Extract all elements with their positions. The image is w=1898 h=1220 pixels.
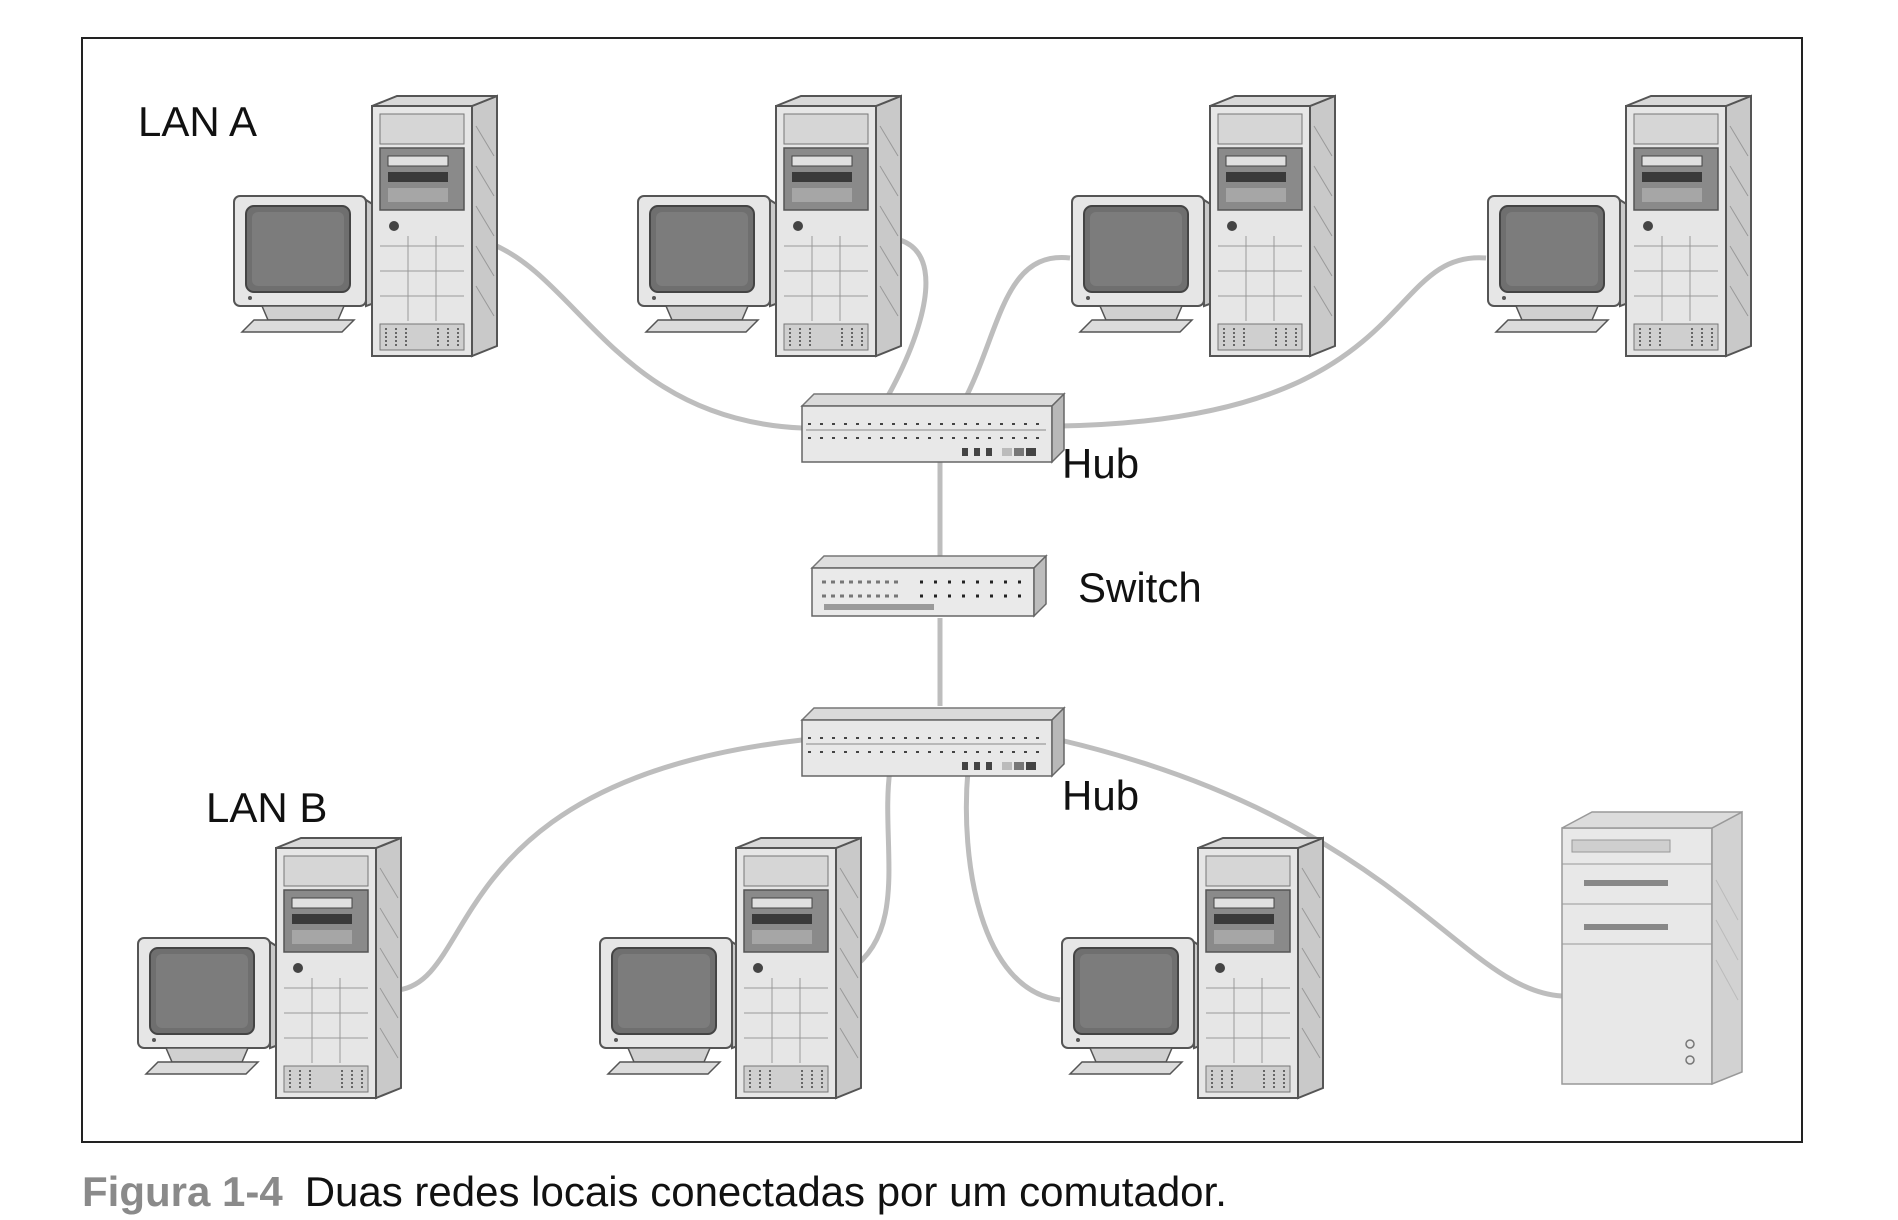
monitor-icon [1061,937,1211,1075]
tower-icon [371,95,498,357]
cable-a3 [955,255,1071,414]
workstation-b3 [1061,837,1324,1099]
tower-icon [735,837,862,1099]
tower-icon [1197,837,1324,1099]
hub-icon [801,707,1065,777]
hub-bottom-label: Hub [1062,772,1139,819]
workstation-a1 [233,95,498,357]
workstation-a2 [637,95,902,357]
monitor-icon [1487,195,1637,333]
switch-label: Switch [1078,564,1202,611]
figure-number: Figura 1-4 [82,1168,283,1215]
server-icon [1561,810,1743,1086]
tower-icon [1625,95,1752,357]
figure-caption: Figura 1-4 Duas redes locais conectadas p… [82,1168,1227,1216]
monitor-icon [233,195,383,333]
lan-a-label: LAN A [138,98,257,145]
figure-frame [81,37,1803,1143]
cables [397,237,1563,1003]
monitor-icon [1071,195,1221,333]
cable-a1 [491,241,803,431]
monitor-icon [637,195,787,333]
cable-b3 [963,769,1061,1003]
cable-b2 [848,769,893,973]
cable-a4 [1059,255,1487,429]
monitor-icon [599,937,749,1075]
hub-icon [801,393,1065,463]
workstation-a3 [1071,95,1336,357]
lan-b-label: LAN B [206,784,327,831]
hub-top-label: Hub [1062,440,1139,487]
cable-b4 [1059,737,1563,999]
switch-icon [810,554,1048,618]
workstation-b2 [599,837,862,1099]
workstation-a4 [1487,95,1752,357]
figure-caption-text: Duas redes locais conectadas por um comu… [304,1168,1227,1215]
workstation-b1 [137,837,402,1099]
tower-icon [275,837,402,1099]
tower-icon [1209,95,1336,357]
cable-b1 [397,737,803,993]
tower-icon [775,95,902,357]
monitor-icon [137,937,287,1075]
